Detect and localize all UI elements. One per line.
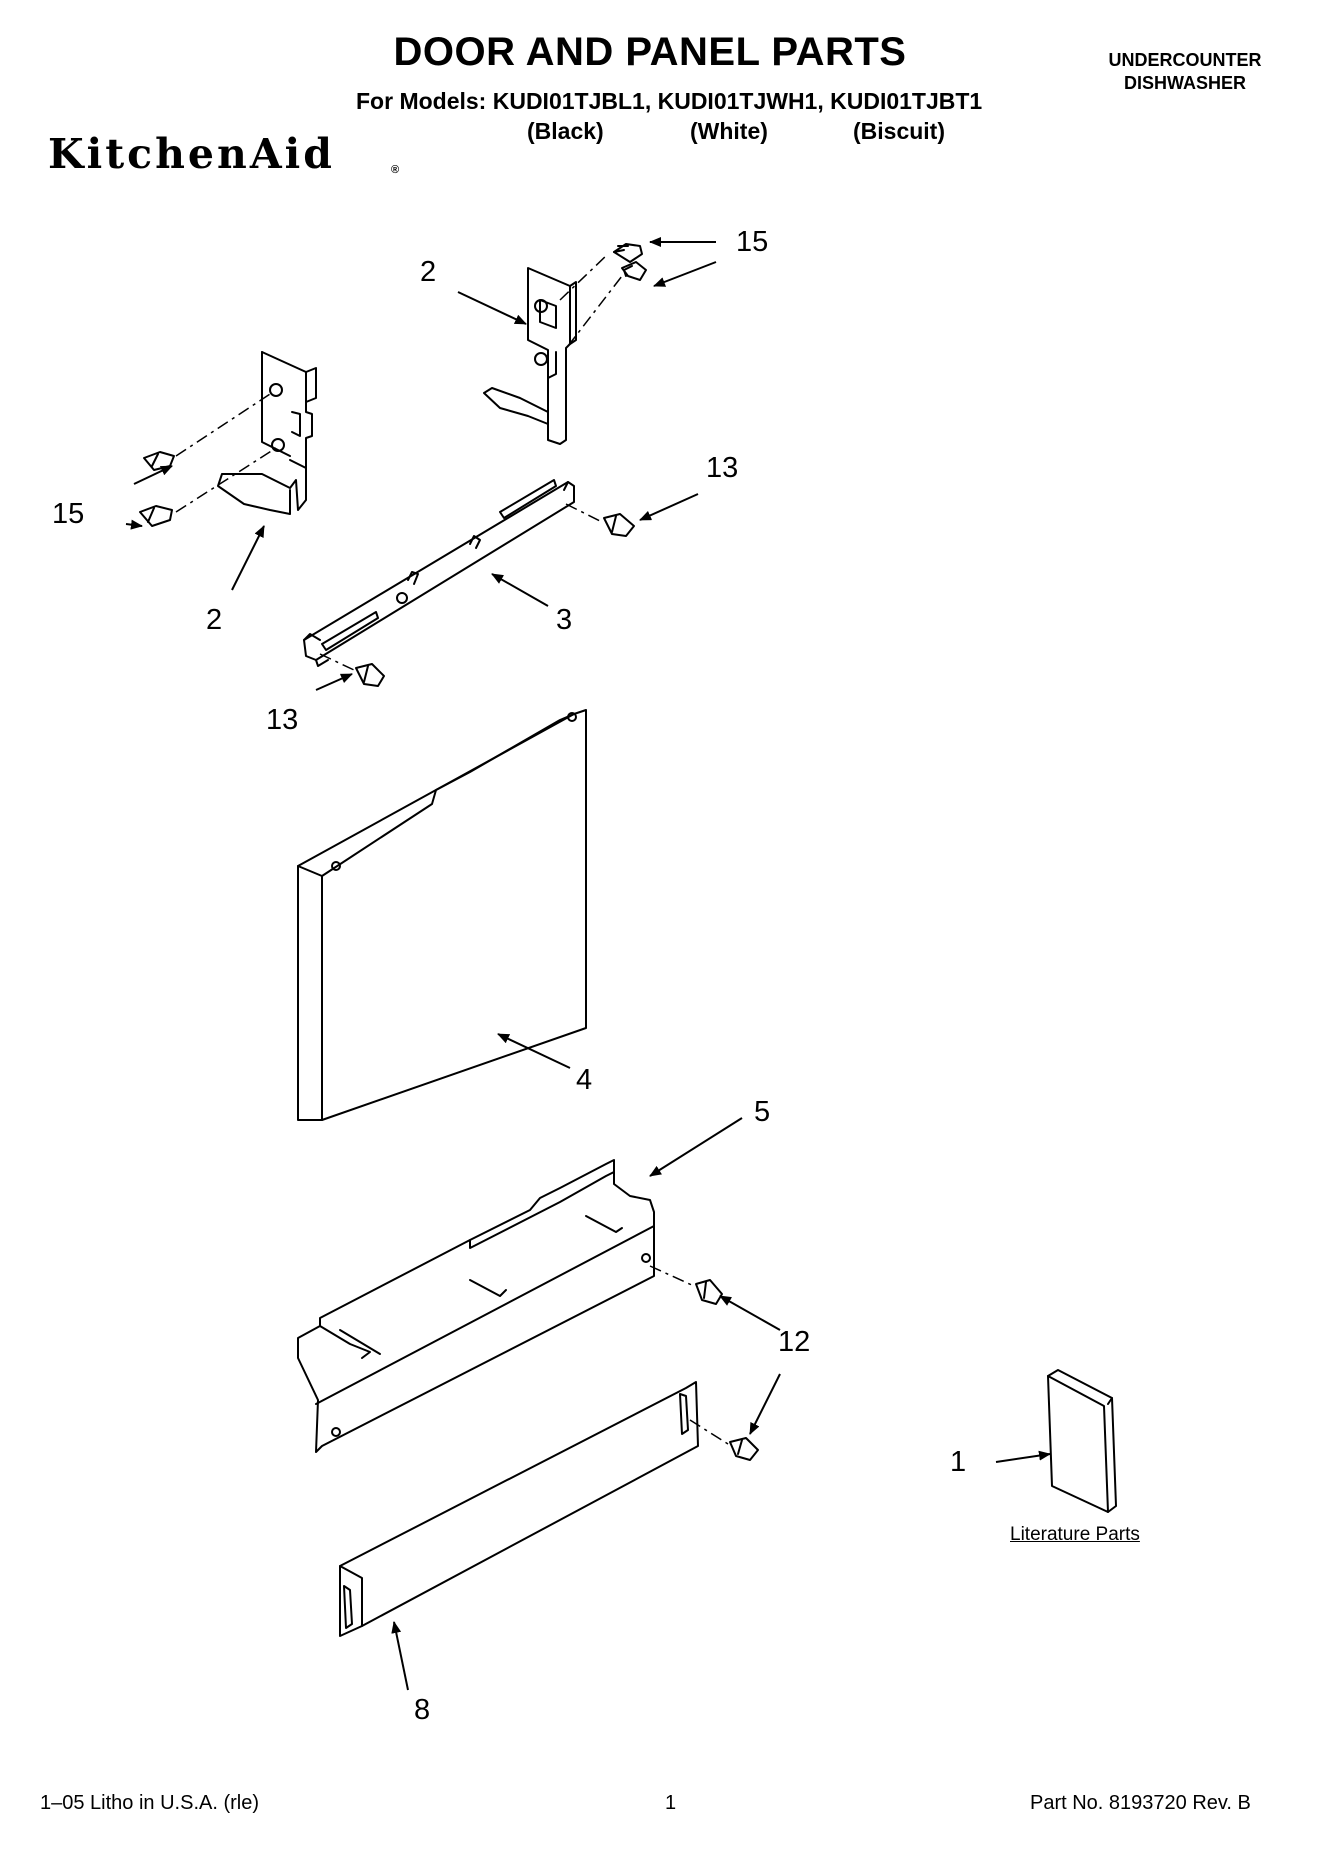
hinge-bracket-right bbox=[483, 267, 577, 445]
screw-13-right bbox=[603, 513, 635, 537]
literature-parts-label: Literature Parts bbox=[1010, 1524, 1140, 1545]
brand-registered-mark: ® bbox=[391, 164, 400, 176]
variant-white: (White) bbox=[690, 118, 768, 144]
callout-2-left: 2 bbox=[206, 604, 223, 636]
mounting-rail bbox=[303, 479, 575, 667]
kick-bracket bbox=[297, 1159, 655, 1453]
callout-15-left: 15 bbox=[52, 498, 85, 530]
footer-page-number: 1 bbox=[665, 1792, 677, 1814]
alignment-lines bbox=[175, 253, 729, 1445]
footer-part-number: Part No. 8193720 Rev. B bbox=[1030, 1792, 1251, 1814]
screw-15-left-a bbox=[143, 451, 175, 471]
callout-4: 4 bbox=[576, 1064, 593, 1096]
callout-15-top: 15 bbox=[736, 226, 769, 258]
screw-15-top-b bbox=[621, 261, 647, 281]
screw-12-lower bbox=[729, 1437, 759, 1461]
category-line-2: DISHWASHER bbox=[1123, 73, 1246, 93]
callout-2-top: 2 bbox=[420, 256, 437, 288]
variant-biscuit: (Biscuit) bbox=[853, 118, 945, 144]
door-panel bbox=[297, 709, 587, 1121]
literature-booklet bbox=[1047, 1369, 1117, 1513]
page-title: DOOR AND PANEL PARTS bbox=[393, 30, 907, 74]
screw-15-left-b bbox=[139, 505, 173, 527]
callout-8: 8 bbox=[414, 1694, 431, 1726]
toe-panel bbox=[339, 1381, 699, 1637]
hinge-bracket-left bbox=[217, 351, 317, 515]
callout-12: 12 bbox=[778, 1326, 811, 1358]
leader-arrows bbox=[125, 237, 1051, 1691]
category-line-1: UNDERCOUNTER bbox=[1108, 50, 1262, 70]
callout-1: 1 bbox=[950, 1446, 967, 1478]
callout-3: 3 bbox=[556, 604, 573, 636]
callout-13-left: 13 bbox=[266, 704, 299, 736]
variant-black: (Black) bbox=[527, 118, 604, 144]
screw-13-left bbox=[355, 663, 385, 687]
callout-5: 5 bbox=[754, 1096, 771, 1128]
models-line: For Models: KUDI01TJBL1, KUDI01TJWH1, KU… bbox=[356, 88, 983, 114]
brand-logo: KitchenAid bbox=[48, 130, 335, 178]
screw-15-top-a bbox=[613, 243, 643, 263]
callout-13-right: 13 bbox=[706, 452, 739, 484]
footer-litho: 1–05 Litho in U.S.A. (rle) bbox=[40, 1792, 259, 1814]
screw-12-upper bbox=[695, 1279, 723, 1305]
